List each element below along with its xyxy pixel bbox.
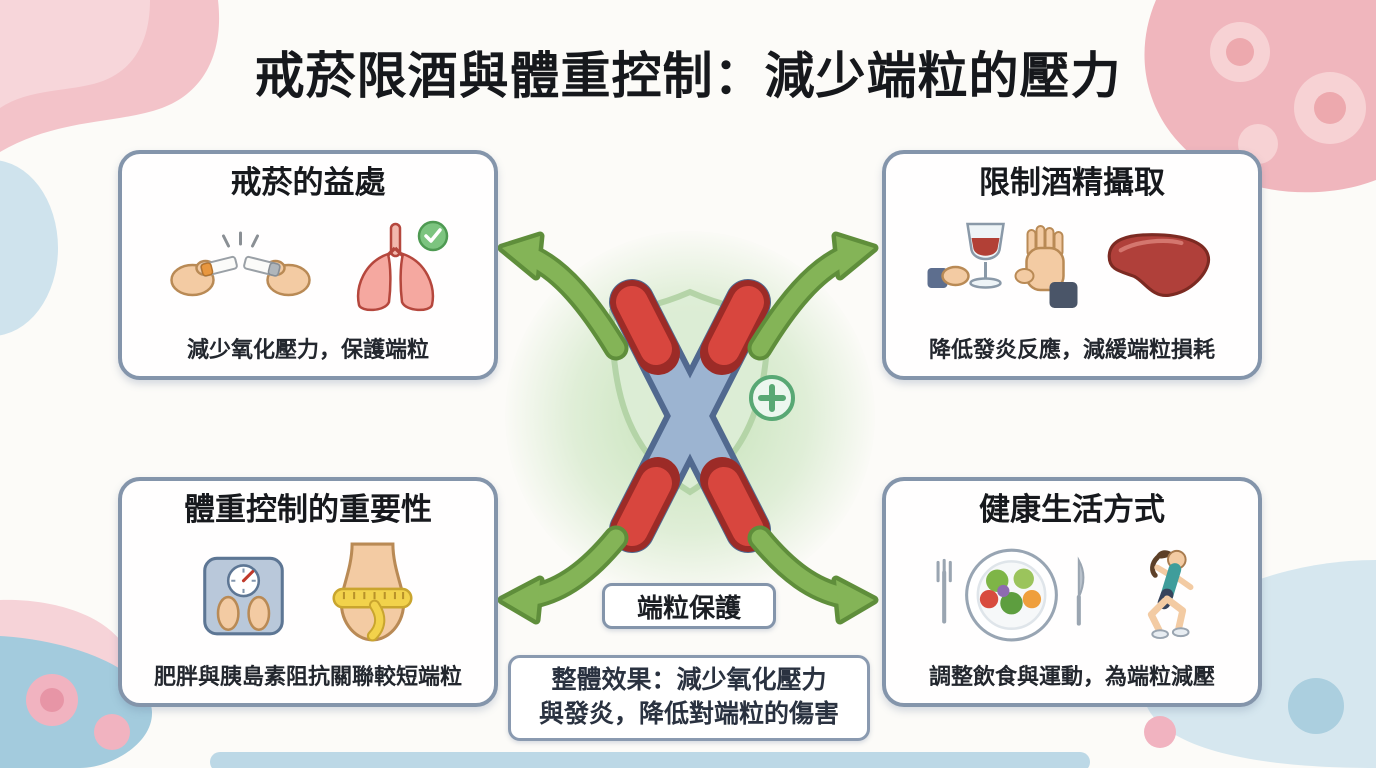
overall-effect-line-2: 與發炎，降低對端粒的傷害	[538, 700, 839, 728]
plus-badge-icon	[749, 375, 795, 421]
liver-icon	[1107, 233, 1211, 297]
card-title: 健康生活方式	[979, 492, 1165, 527]
card-caption: 減少氧化壓力，保護端粒	[186, 337, 429, 362]
card-caption: 調整飲食與運動，為端粒減壓	[928, 664, 1215, 689]
broken-cigarette-icon	[169, 231, 311, 297]
cell-nucleus	[1226, 38, 1254, 66]
chromosome-icon	[609, 279, 771, 553]
bottom-strip	[210, 752, 1090, 768]
card-caption: 降低發炎反應，減緩端粒損耗	[928, 337, 1215, 362]
blob-top-right	[1144, 0, 1376, 193]
card-weight-control: 體重控制的重要性 肥胖與胰島素阻抗關聯較短端粒	[118, 477, 498, 707]
healthy-lungs-check-icon	[356, 220, 448, 312]
body-scale-icon	[203, 556, 284, 636]
cell-circle	[94, 714, 130, 750]
cell-circle	[1288, 678, 1344, 734]
overall-effect-line-1: 整體效果：減少氧化壓力	[551, 666, 827, 695]
card-healthy-lifestyle: 健康生活方式	[882, 477, 1262, 707]
card-quit-smoking-benefits: 戒菸的益處	[118, 150, 498, 380]
blob-left-blue	[0, 160, 58, 336]
cell-nucleus	[40, 688, 64, 712]
card-limit-alcohol: 限制酒精攝取	[882, 150, 1262, 380]
cell-circle	[1144, 716, 1176, 748]
telomere-shield-art	[608, 279, 795, 553]
running-woman-icon	[1147, 549, 1193, 640]
page-title: 戒菸限酒與體重控制：減少端粒的壓力	[254, 48, 1122, 104]
card-title: 戒菸的益處	[230, 165, 386, 200]
healthy-meal-plate-icon	[936, 548, 1084, 642]
telomere-protection-badge: 端粒保護	[602, 583, 776, 629]
card-icon-row	[132, 527, 484, 659]
waist-measuring-tape-icon	[332, 542, 413, 642]
card-title: 限制酒精攝取	[979, 165, 1165, 200]
card-icon-row	[896, 200, 1248, 332]
card-caption: 肥胖與胰島素阻抗關聯較短端粒	[153, 664, 462, 689]
card-title: 體重控制的重要性	[184, 492, 432, 527]
card-icon-row	[896, 527, 1248, 659]
refuse-wine-icon	[927, 222, 1078, 309]
card-icon-row	[132, 200, 484, 332]
cell-nucleus	[1314, 92, 1346, 124]
overall-effect-box: 整體效果：減少氧化壓力 與發炎，降低對端粒的傷害	[508, 655, 870, 741]
blob-top-left-inner	[0, 0, 150, 108]
